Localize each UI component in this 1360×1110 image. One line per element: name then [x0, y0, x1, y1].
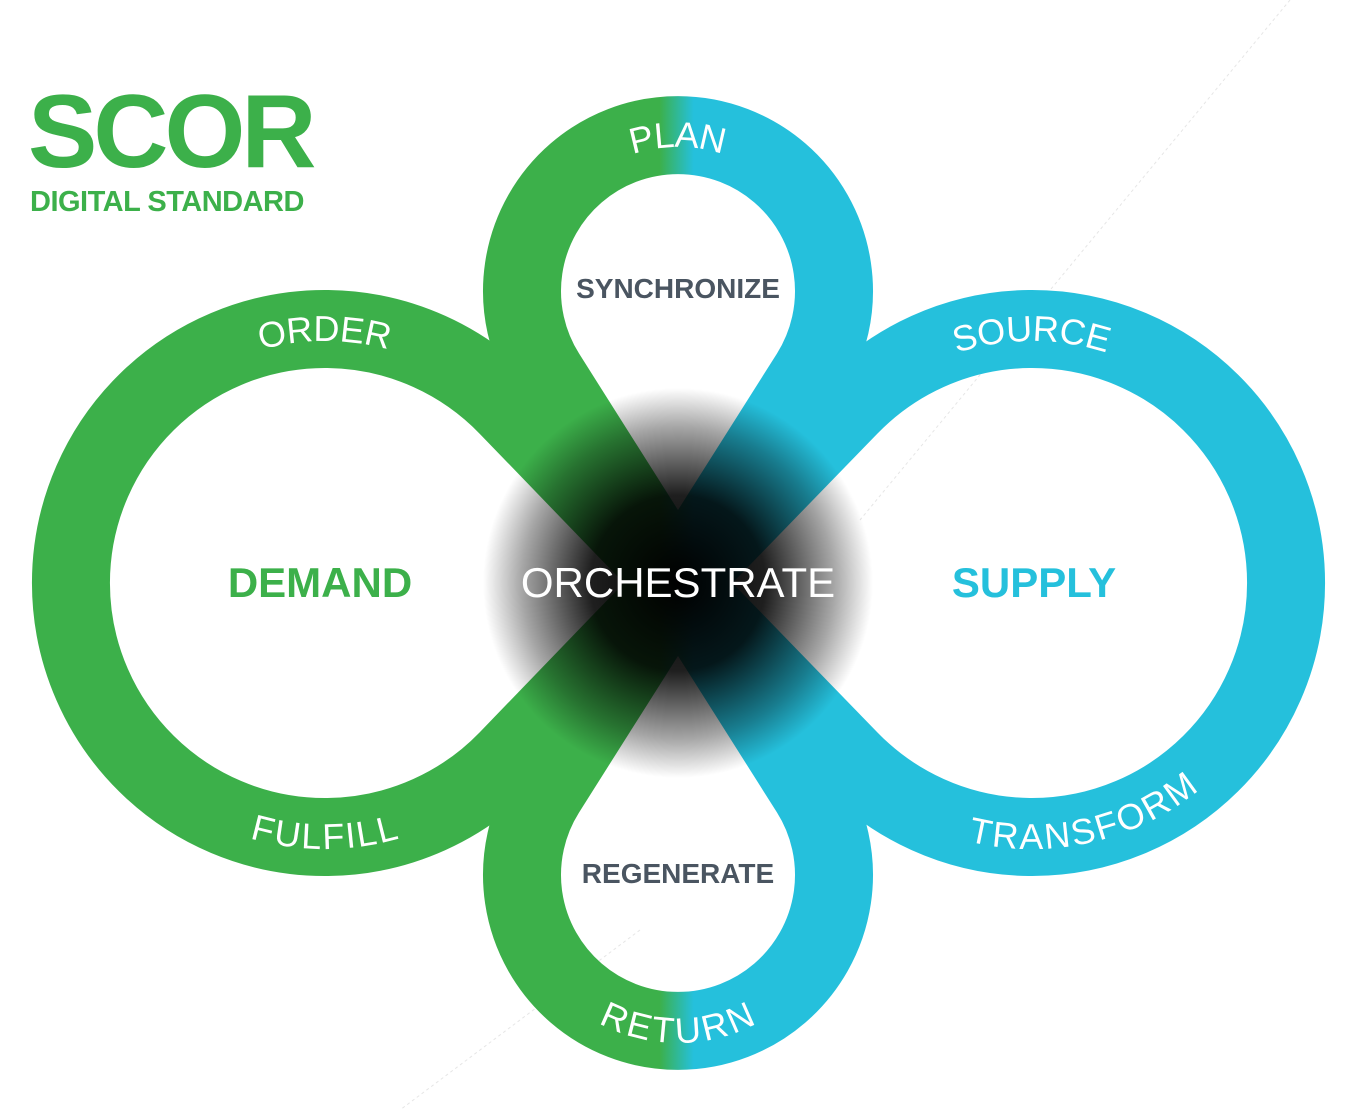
logo-subtitle: DIGITAL STANDARD [30, 186, 304, 218]
orchestrate-label: ORCHESTRATE [521, 559, 835, 606]
plan-loop [483, 96, 873, 622]
orchestrate-hub [483, 388, 873, 778]
label-order: ORDER [254, 308, 396, 357]
supply-label: SUPPLY [952, 559, 1116, 606]
return-loop [483, 544, 873, 1070]
demand-ring [32, 290, 717, 876]
synchronize-label: SYNCHRONIZE [576, 273, 780, 304]
regenerate-label: REGENERATE [582, 858, 774, 889]
supply-ring [639, 290, 1325, 876]
background-lines [399, 0, 1291, 1110]
demand-label: DEMAND [228, 559, 412, 606]
label-plan: PLAN [625, 114, 731, 162]
logo-title: SCOR [28, 74, 316, 190]
